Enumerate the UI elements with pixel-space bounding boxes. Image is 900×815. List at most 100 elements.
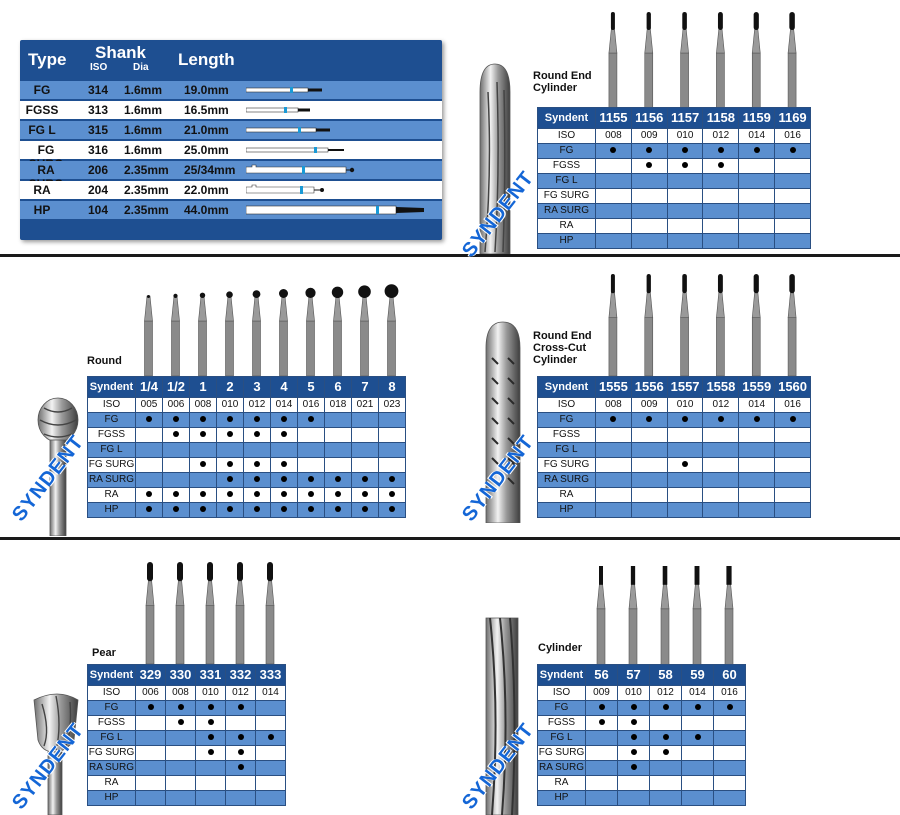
availability-cell: [165, 790, 196, 806]
availability-cell: [216, 442, 244, 458]
size-header: 1555: [595, 376, 632, 398]
bur-icon: [331, 286, 344, 376]
row-label: RA: [87, 487, 136, 503]
bur-icon: [628, 566, 638, 666]
availability-cell: [595, 218, 632, 234]
legend-dia: 1.6mm: [124, 123, 163, 137]
availability-cell: [135, 412, 163, 428]
availability-cell: [713, 760, 746, 776]
legend-iso: 316: [88, 143, 109, 157]
table-row: FGSS: [537, 427, 811, 443]
availability-dot: [646, 162, 653, 169]
availability-cell: [630, 218, 668, 234]
availability-dot: [267, 734, 274, 741]
availability-cell: [135, 790, 166, 806]
availability-cell: [738, 218, 776, 234]
availability-cell: [666, 158, 704, 174]
availability-cell: [738, 188, 776, 204]
iso-cell: 008: [189, 397, 217, 413]
availability-cell: [681, 745, 714, 761]
legend-iso-header: ISO: [90, 62, 108, 73]
bur-icon: [198, 292, 207, 376]
legend-dia: 1.6mm: [124, 83, 163, 97]
availability-dot: [362, 476, 368, 483]
availability-dot: [630, 764, 637, 771]
availability-cell: [225, 790, 256, 806]
availability-cell: [255, 775, 286, 791]
availability-cell: [225, 760, 256, 776]
availability-cell: [162, 502, 190, 518]
iso-cell: 010: [617, 685, 650, 701]
availability-cell: [774, 502, 811, 518]
iso-cell: 008: [595, 397, 632, 413]
availability-cell: [297, 412, 325, 428]
size-header: 329: [135, 664, 166, 686]
availability-cell: [195, 745, 226, 761]
availability-dot: [200, 416, 206, 423]
product-title: Round: [87, 355, 122, 367]
availability-dot: [598, 704, 605, 711]
availability-dot: [682, 147, 689, 154]
cylinder-bur-image: [485, 617, 519, 815]
availability-cell: [378, 472, 406, 488]
row-label: ISO: [537, 128, 596, 144]
iso-cell: 018: [324, 397, 352, 413]
availability-dot: [146, 491, 152, 498]
bur-icon: [692, 566, 702, 666]
availability-cell: [189, 472, 217, 488]
availability-cell: [297, 442, 325, 458]
availability-cell: [135, 487, 163, 503]
availability-cell: [595, 158, 632, 174]
availability-dot: [227, 506, 233, 513]
table-row: RA SURG: [537, 760, 746, 776]
availability-cell: [666, 427, 704, 443]
iso-cell: 006: [135, 685, 166, 701]
header-label: Syndent: [537, 376, 596, 398]
availability-cell: [165, 730, 196, 746]
availability-dot: [335, 491, 341, 498]
availability-cell: [738, 203, 776, 219]
availability-dot: [630, 719, 637, 726]
availability-cell: [195, 730, 226, 746]
size-header: 57: [617, 664, 650, 686]
availability-dot: [308, 476, 314, 483]
availability-dot: [281, 491, 287, 498]
header-label: Syndent: [87, 664, 136, 686]
availability-dot: [173, 416, 179, 423]
legend-iso: 206: [88, 163, 109, 177]
legend-length: 16.5mm: [184, 103, 229, 117]
row-label: FG: [87, 412, 136, 428]
availability-dot: [682, 416, 689, 423]
availability-cell: [324, 427, 352, 443]
size-header: 6: [324, 376, 352, 398]
availability-dot: [362, 506, 368, 513]
availability-cell: [270, 487, 298, 503]
availability-cell: [666, 188, 704, 204]
availability-cell: [351, 502, 379, 518]
iso-cell: 012: [702, 128, 740, 144]
size-header: 330: [165, 664, 196, 686]
bur-icon: [608, 12, 618, 108]
table-row: FG: [87, 412, 406, 428]
availability-cell: [216, 472, 244, 488]
shank-legend: Type Shank ISO Dia Length FG 314 1.6mm 1…: [20, 40, 442, 240]
availability-cell: [666, 487, 704, 503]
availability-cell: [324, 487, 352, 503]
availability-cell: [135, 472, 163, 488]
availability-cell: [243, 502, 271, 518]
shank-fgsurg-icon: [246, 147, 344, 153]
availability-cell: [617, 715, 650, 731]
availability-dot: [789, 147, 796, 154]
availability-cell: [774, 487, 811, 503]
availability-cell: [189, 442, 217, 458]
availability-dot: [598, 719, 605, 726]
size-header: 1159: [738, 107, 776, 129]
bur-icon: [596, 566, 606, 666]
availability-cell: [702, 188, 740, 204]
table-row: FG SURG: [87, 745, 286, 761]
iso-cell: 016: [297, 397, 325, 413]
row-label: ISO: [537, 685, 586, 701]
availability-cell: [195, 715, 226, 731]
